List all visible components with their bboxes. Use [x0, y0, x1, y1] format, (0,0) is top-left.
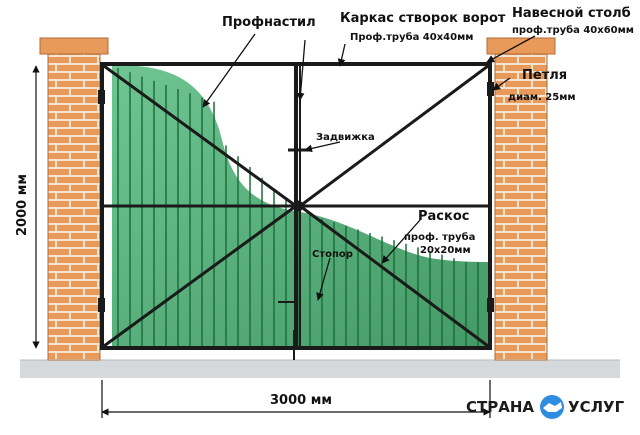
width-dimension [101, 380, 491, 418]
label-post-title: Навесной столб [512, 6, 631, 21]
label-brace-sub2: 20х20мм [420, 245, 471, 256]
logo-right-text: УСЛУГ [568, 398, 625, 416]
label-brace-title: Раскос [418, 209, 469, 224]
hinges [98, 82, 494, 312]
strana-uslug-logo: СТРАНА УСЛУГ [466, 395, 625, 419]
label-width: 3000 мм [270, 393, 332, 408]
label-profnastil: Профнастил [222, 15, 316, 30]
ground [20, 359, 620, 378]
gate-frame [100, 62, 492, 350]
label-frame-title: Каркас створок ворот [340, 11, 506, 26]
label-frame-sub: Проф.труба 40х40мм [350, 31, 473, 43]
label-hinge-sub: диам. 25мм [508, 92, 576, 103]
label-latch: Задвижка [316, 132, 375, 143]
label-hinge-title: Петля [522, 68, 567, 83]
leader-lines [202, 33, 536, 301]
stopper [278, 301, 298, 360]
label-brace-sub1: проф. труба [404, 231, 475, 243]
logo-left-text: СТРАНА [466, 398, 534, 416]
label-height: 2000 мм [15, 174, 30, 236]
left-brick-pillar [39, 37, 109, 361]
label-post-sub: проф.труба 40х60мм [512, 24, 634, 36]
right-brick-pillar [486, 37, 556, 361]
sheet-ribs [117, 68, 479, 346]
label-stopper: Стопор [312, 249, 353, 260]
